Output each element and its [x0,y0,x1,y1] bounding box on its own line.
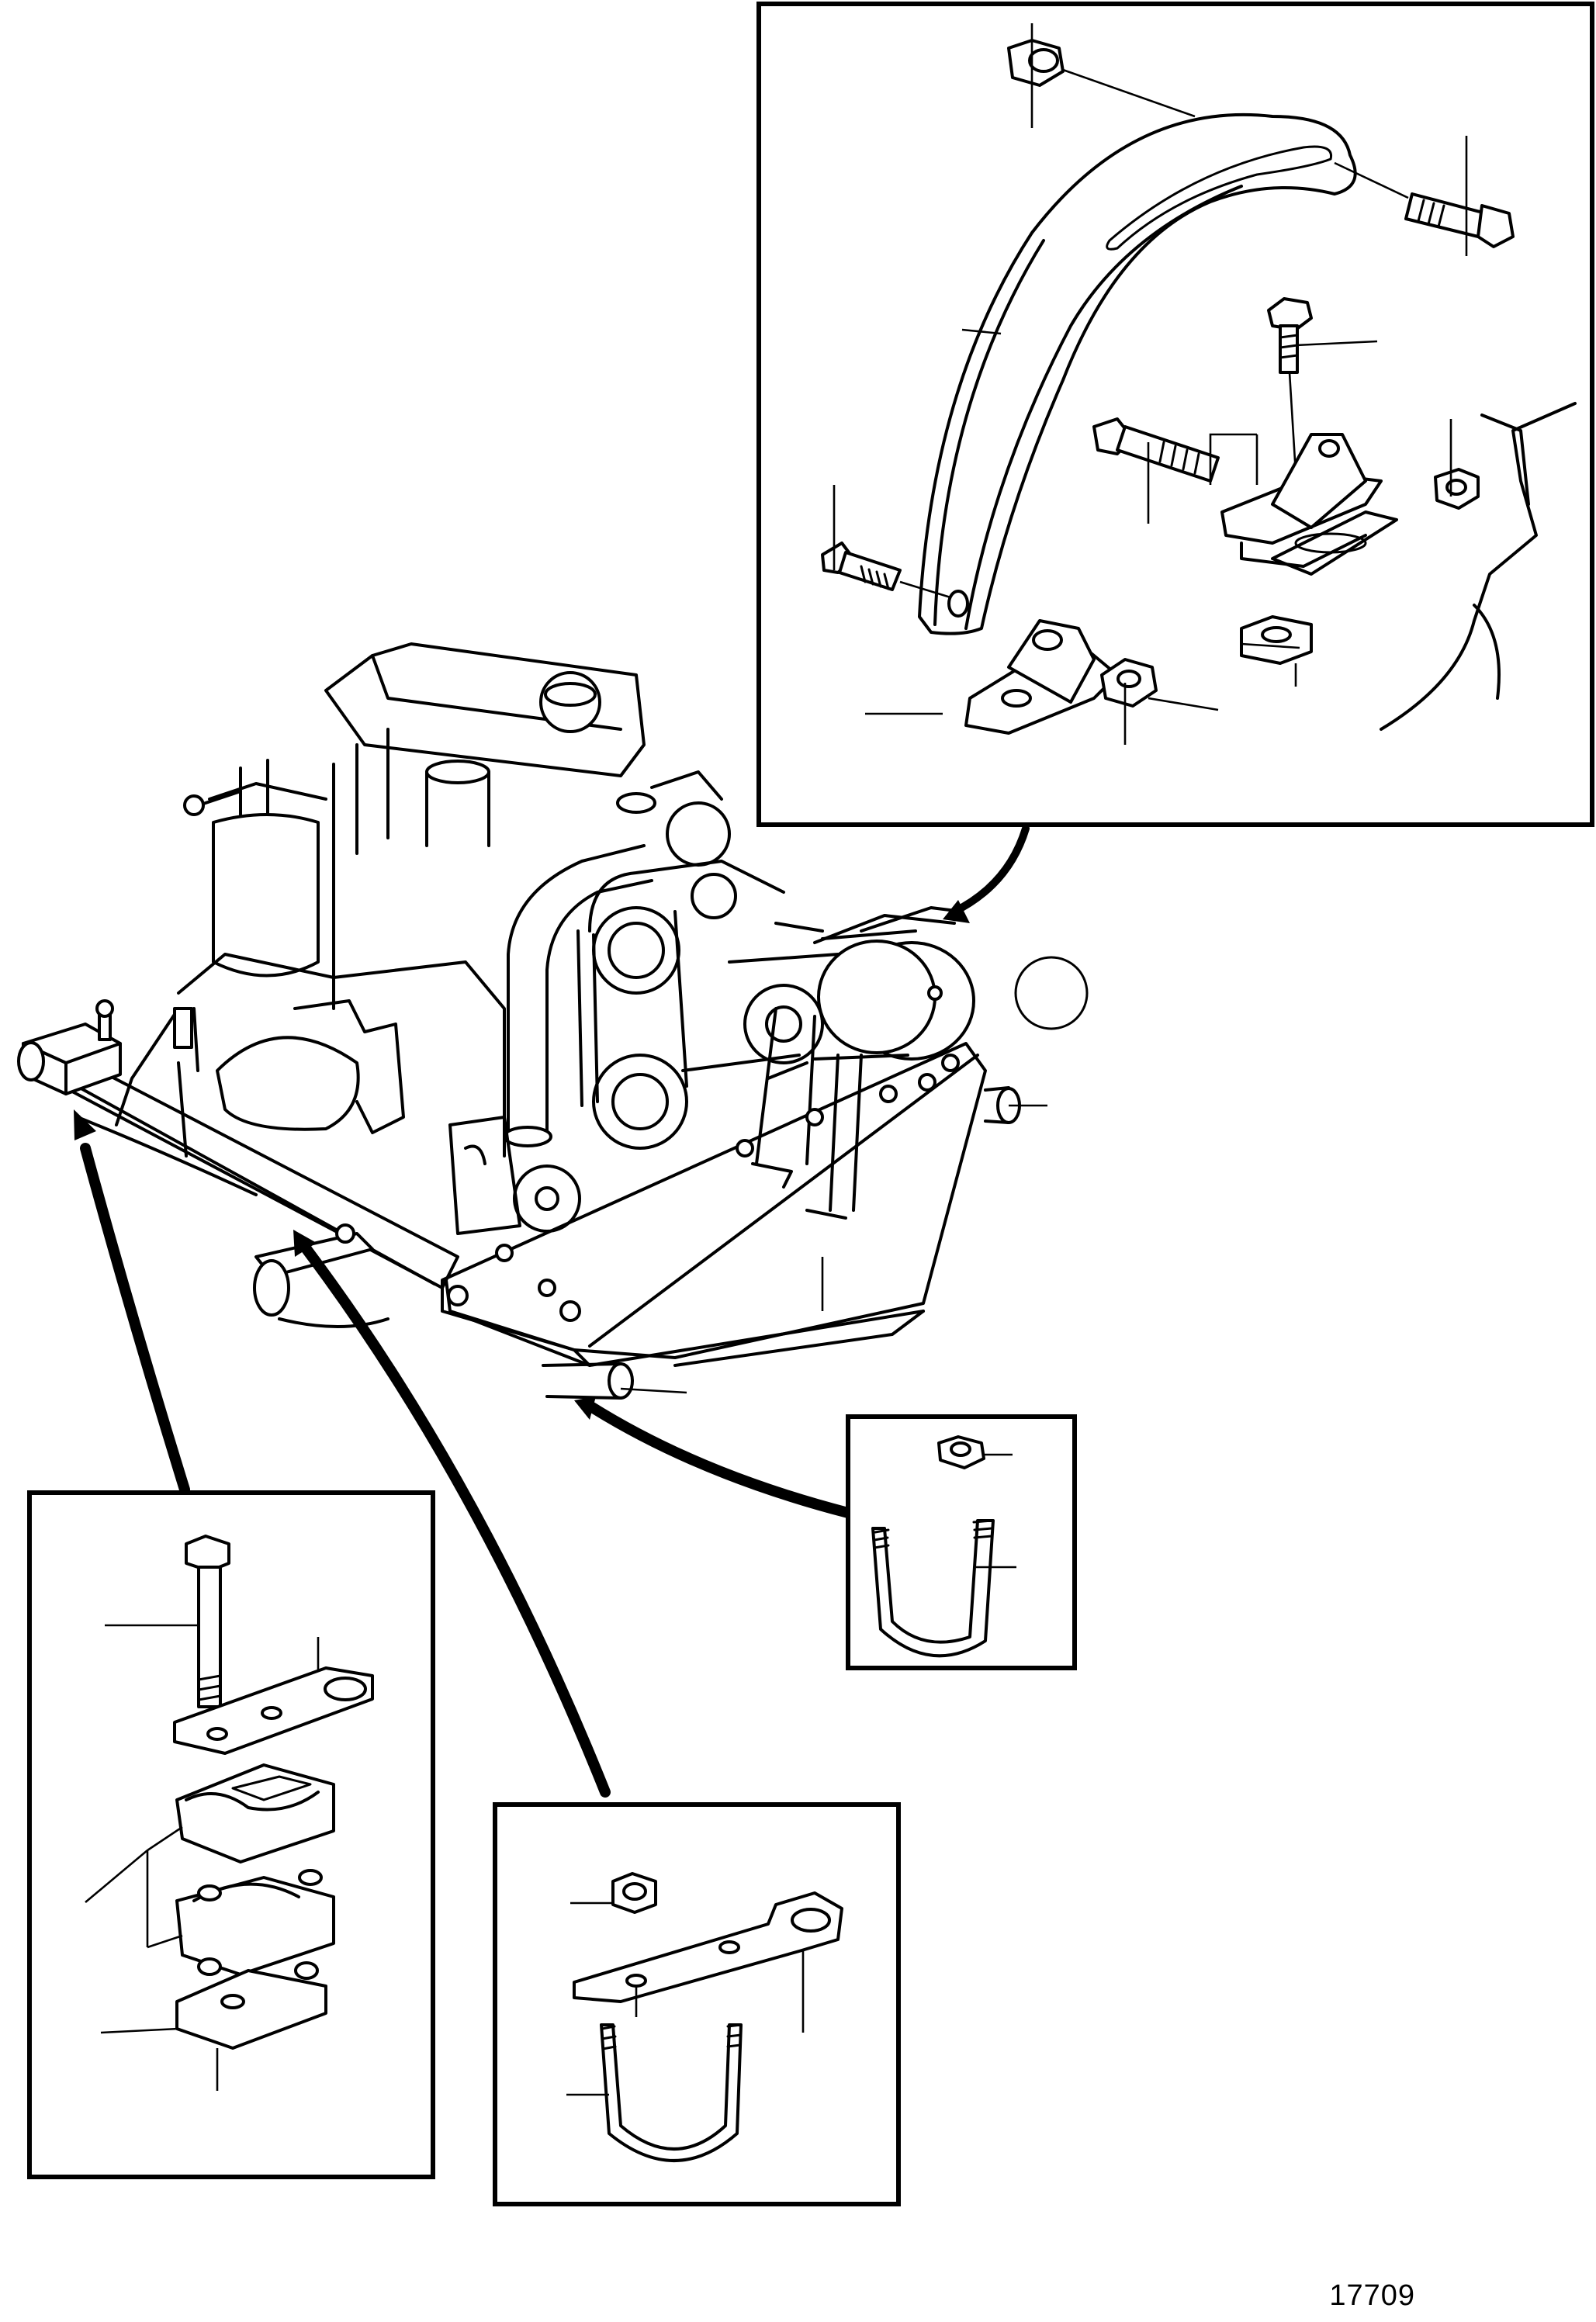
nut-right [1434,468,1480,510]
main-leader-lines [620,1104,1047,1394]
detail-box-ubolt [846,1414,1077,1670]
callout-arrows [74,825,1030,1798]
figure-number: 17709 [1329,2279,1415,2312]
bracket-nut [570,1872,657,1914]
bolt-vertical [1267,297,1313,374]
engine-assembly [115,642,975,1235]
mounting-frame [17,999,1021,1400]
clamp-bolt [105,1535,230,1708]
circle-symbol [1014,956,1089,1030]
detail-box-clamp [27,1490,435,2179]
ubolt-nut [937,1435,1013,1469]
nut-lower [1100,658,1158,708]
nut-flange [1240,615,1313,665]
bolt-lower-left [821,542,951,599]
detail-box-top [756,2,1594,827]
detail-box-bracket [493,1802,901,2206]
